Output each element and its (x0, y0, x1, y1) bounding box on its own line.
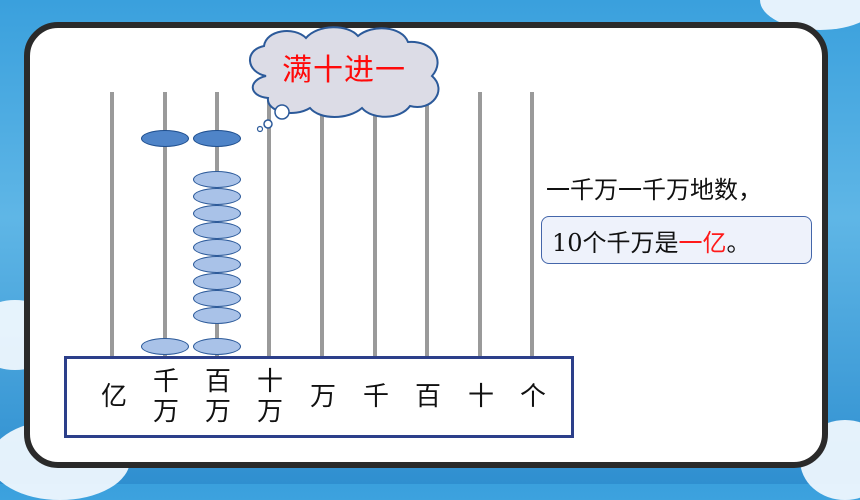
abacus-rod (110, 92, 114, 357)
abacus-bead (193, 273, 241, 290)
explanation-line-1: 一千万一千万地数， (546, 176, 762, 204)
abacus-rod (478, 92, 482, 357)
abacus-bead (193, 256, 241, 273)
abacus-rod (425, 92, 429, 357)
place-label-yi: 亿 (100, 382, 127, 412)
place-label-ge: 个 (519, 382, 546, 412)
abacus-bead (193, 222, 241, 239)
abacus-bead (141, 130, 189, 147)
abacus-rod (373, 92, 377, 357)
abacus-rod (163, 92, 167, 357)
abacus-bead (193, 338, 241, 355)
explanation-line-2: 10个千万是一亿。 (541, 216, 812, 264)
abacus-bead (193, 307, 241, 324)
place-label-shi-wan: 十 万 (256, 367, 283, 427)
thought-bubble-shape (249, 26, 440, 133)
place-value-labels: 亿 千 万 百 万 十 万 万 千 百 十 个 (64, 356, 574, 438)
abacus-rod (530, 92, 534, 357)
abacus-bead (193, 188, 241, 205)
abacus-bead (193, 171, 241, 188)
place-label-bai: 百 (414, 382, 441, 412)
abacus-bead (193, 290, 241, 307)
thought-bubble-text: 满十进一 (282, 53, 406, 88)
abacus-bead (193, 130, 241, 147)
explanation-prefix: 10个千万是 (552, 228, 679, 257)
place-label-qian: 千 (362, 382, 389, 412)
place-label-wan: 万 (309, 382, 336, 412)
abacus-rod (267, 92, 271, 357)
abacus-bead (141, 338, 189, 355)
explanation-suffix: 。 (726, 228, 751, 257)
abacus-bead (193, 239, 241, 256)
place-label-shi: 十 (467, 382, 494, 412)
abacus-rod (320, 92, 324, 357)
abacus-bead (193, 205, 241, 222)
place-label-qian-wan: 千 万 (152, 367, 179, 427)
place-label-bai-wan: 百 万 (204, 367, 231, 427)
explanation-highlight: 一亿 (678, 228, 727, 257)
